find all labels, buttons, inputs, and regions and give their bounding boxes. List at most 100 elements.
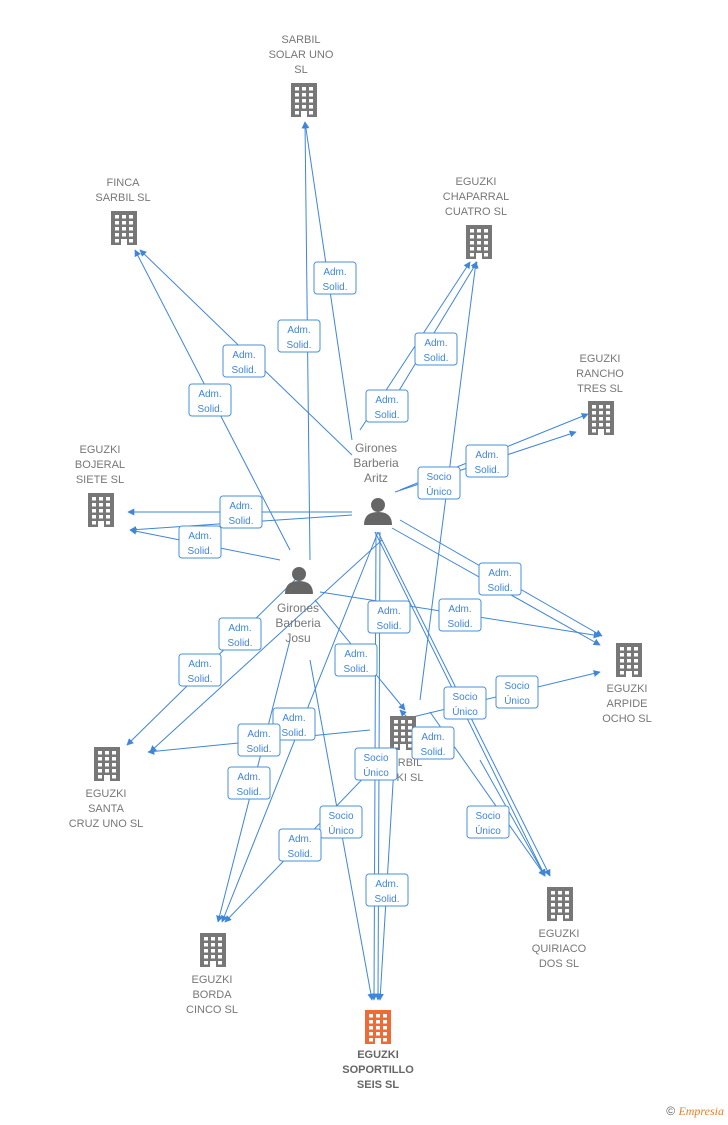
edge-label-text: Socio: [475, 811, 500, 822]
edge-label-text: Único: [452, 705, 478, 718]
edge-label-text: Solid.: [197, 404, 222, 415]
edge-label-text: Solid.: [231, 365, 256, 376]
building-icon: [588, 401, 614, 435]
edge-label-text: Adm.: [232, 350, 255, 361]
person-label-line: Josu: [285, 631, 310, 645]
company-label-line: EGUZKI: [357, 1049, 399, 1061]
edge-label-box[interactable]: Adm.Solid.: [313, 261, 357, 295]
company-label-line: EGUZKI: [539, 928, 580, 940]
building-icon: [616, 643, 642, 677]
edge-label-box[interactable]: Adm.Solid.: [188, 383, 232, 417]
edge-label-text: Adm.: [375, 879, 398, 890]
building-icon: [111, 211, 137, 245]
edges-layer: [126, 121, 603, 1001]
edge-label-box[interactable]: Adm.Solid.: [438, 598, 482, 632]
company-label-line: ARPIDE: [607, 698, 648, 710]
edge-labels-layer: Adm. Solid. Adm. Solid. Adm. Solid. Adm. Solid.…: [178, 261, 539, 907]
edge-label-text: Adm.: [488, 568, 511, 579]
edge-line: [479, 759, 546, 877]
company-label-line: SARBIL SL: [95, 192, 150, 204]
edge-label-text: Solid.: [187, 546, 212, 557]
edge-label-text: Solid.: [423, 353, 448, 364]
person-label-line: Barberia: [275, 616, 321, 630]
building-icon: [365, 1010, 391, 1044]
footer-brand[interactable]: © Empresia: [666, 1104, 724, 1119]
company-label-line: BORDA: [192, 989, 232, 1001]
company-label-line: FINCA: [107, 177, 141, 189]
person-icon: [285, 567, 313, 594]
company-label-line: DOS SL: [539, 958, 579, 970]
edge-label-box[interactable]: Adm.Solid.: [365, 389, 409, 423]
company-label-line: SL: [294, 64, 307, 76]
company-label-line: EGUZKI: [86, 788, 127, 800]
edge-label-box[interactable]: Adm.Solid.: [411, 726, 455, 760]
edge-label-box[interactable]: Adm.Solid.: [478, 562, 522, 596]
building-icon: [466, 225, 492, 259]
edge-label-box[interactable]: Adm.Solid.: [278, 828, 322, 862]
edge-label-box[interactable]: Adm.Solid.: [219, 495, 263, 529]
edge-label-box[interactable]: Adm.Solid.: [277, 319, 321, 353]
company-label-line: QUIRIACO: [532, 943, 587, 955]
company-label-line: BOJERAL: [75, 459, 125, 471]
edge-label-box[interactable]: Adm.Solid.: [334, 643, 378, 677]
edge-label-text: Adm.: [421, 732, 444, 743]
person-label-line: Barberia: [353, 456, 399, 470]
person-label-line: Girones: [355, 441, 397, 455]
company-label-line: CRUZ UNO SL: [69, 818, 144, 830]
edge-label-text: Adm.: [229, 501, 252, 512]
edge-label-box[interactable]: Adm.Solid.: [465, 444, 509, 478]
edge-label-box[interactable]: Adm.Solid.: [237, 723, 281, 757]
edge-label-text: Adm.: [375, 395, 398, 406]
edge-label-text: Adm.: [377, 606, 400, 617]
company-label-line: EGUZKI: [456, 176, 497, 188]
edge-label-box[interactable]: Adm.Solid.: [272, 707, 316, 741]
edge-label-text: Solid.: [376, 621, 401, 632]
edge-label-box[interactable]: Adm.Solid.: [227, 766, 271, 800]
edge-label-text: Adm.: [247, 729, 270, 740]
edge-label-box[interactable]: Adm. Solid.: [365, 873, 409, 907]
edge-label-box[interactable]: Adm. Solid.: [222, 344, 266, 378]
edge-label-text: Único: [504, 694, 530, 707]
edge-label-text: Solid.: [227, 638, 252, 649]
edge-label-box[interactable]: Adm.Solid.: [414, 332, 458, 366]
building-icon: [88, 493, 114, 527]
edge-label-box[interactable]: Adm.Solid.: [178, 525, 222, 559]
edge-label-text: Adm.: [188, 659, 211, 670]
edge-label-text: Solid.: [322, 282, 347, 293]
edge-label-text: Adm.: [344, 649, 367, 660]
edge-label-box[interactable]: Adm. Solid.: [367, 600, 411, 634]
edge-label-box[interactable]: Adm.Solid.: [178, 653, 222, 687]
edge-label-text: Adm.: [287, 325, 310, 336]
person-icon: [364, 498, 392, 525]
company-node-quiriaco[interactable]: EGUZKI QUIRIACO DOS SL: [532, 887, 587, 970]
company-label-line: KI SL: [397, 772, 424, 784]
empresia-logo: Empresia: [678, 1104, 724, 1118]
company-node-finca[interactable]: FINCA SARBIL SL: [95, 177, 151, 245]
edge-label-text: Único: [426, 485, 452, 498]
company-label-line: CINCO SL: [186, 1004, 238, 1016]
edge-label-text: Solid.: [374, 894, 399, 905]
company-label-line: OCHO SL: [602, 713, 652, 725]
company-label-line: SARBIL: [281, 34, 320, 46]
edge-label-text: Adm.: [282, 713, 305, 724]
edge-label-box[interactable]: Adm.Solid.: [218, 617, 262, 651]
edge-label-text: Adm.: [475, 450, 498, 461]
